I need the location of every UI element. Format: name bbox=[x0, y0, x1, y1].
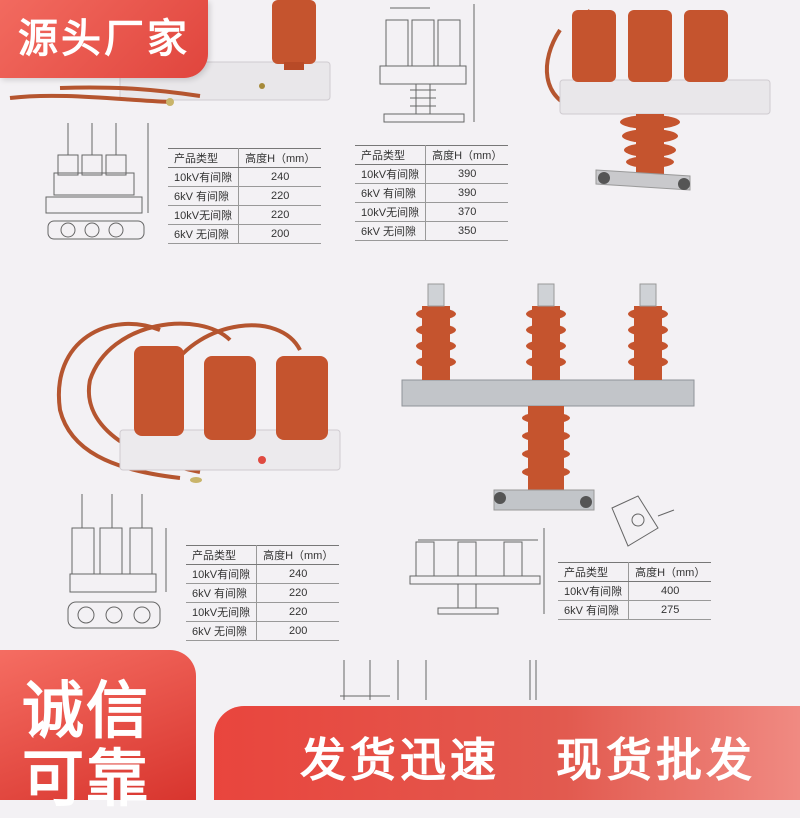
slogan-banner: 发货迅速 现货批发 bbox=[214, 706, 800, 800]
dimension-drawing-5 bbox=[340, 660, 537, 700]
dimension-drawing-4 bbox=[409, 528, 545, 615]
integrity-badge-line1: 诚信 bbox=[22, 677, 151, 746]
table-cell: 6kV 有间隙 bbox=[355, 183, 427, 203]
table-cell: 200 bbox=[238, 224, 322, 244]
table-cell: 400 bbox=[628, 581, 712, 601]
table-cell: 200 bbox=[256, 621, 340, 641]
table-cell: 10kV有间隙 bbox=[186, 564, 258, 584]
table-cell: 10kV无间隙 bbox=[168, 205, 240, 225]
product-photo-middle-left bbox=[56, 321, 341, 483]
col-height: 高度H（mm） bbox=[425, 145, 509, 165]
table-cell: 10kV有间隙 bbox=[355, 164, 427, 184]
table-cell: 6kV 无间隙 bbox=[168, 224, 240, 244]
col-height: 高度H（mm） bbox=[628, 562, 712, 582]
product-photo-top-right bbox=[545, 9, 771, 191]
table-cell: 240 bbox=[256, 564, 340, 584]
table-cell: 10kV有间隙 bbox=[168, 167, 240, 187]
slogan-fast-delivery: 发货迅速 bbox=[300, 734, 500, 786]
dimension-drawing-3 bbox=[67, 494, 167, 629]
mounting-plate-drawing bbox=[611, 495, 675, 547]
col-product-type: 产品类型 bbox=[558, 562, 630, 582]
col-product-type: 产品类型 bbox=[186, 545, 258, 565]
table-cell: 220 bbox=[256, 583, 340, 603]
table-cell: 275 bbox=[628, 600, 712, 620]
table-cell: 390 bbox=[425, 183, 509, 203]
dimension-drawing-1 bbox=[45, 123, 149, 240]
col-height: 高度H（mm） bbox=[256, 545, 340, 565]
table-cell: 350 bbox=[425, 221, 509, 241]
table-cell: 220 bbox=[256, 602, 340, 622]
table-cell: 10kV有间隙 bbox=[558, 581, 630, 601]
slogan-wholesale: 现货批发 bbox=[556, 734, 756, 786]
table-cell: 390 bbox=[425, 164, 509, 184]
integrity-badge: 诚信 可靠 bbox=[0, 650, 196, 814]
col-product-type: 产品类型 bbox=[168, 148, 240, 168]
table-cell: 10kV无间隙 bbox=[355, 202, 427, 222]
table-cell: 220 bbox=[238, 205, 322, 225]
source-factory-badge: 源头厂家 bbox=[0, 0, 208, 78]
col-height: 高度H（mm） bbox=[238, 148, 322, 168]
col-product-type: 产品类型 bbox=[355, 145, 427, 165]
table-cell: 6kV 有间隙 bbox=[558, 600, 630, 620]
table-cell: 6kV 无间隙 bbox=[355, 221, 427, 241]
table-cell: 6kV 有间隙 bbox=[186, 583, 258, 603]
dimension-drawing-2 bbox=[379, 4, 475, 123]
table-cell: 6kV 无间隙 bbox=[186, 621, 258, 641]
table-cell: 370 bbox=[425, 202, 509, 222]
integrity-badge-line2: 可靠 bbox=[22, 745, 151, 814]
table-cell: 6kV 有间隙 bbox=[168, 186, 240, 206]
table-cell: 220 bbox=[238, 186, 322, 206]
table-cell: 10kV无间隙 bbox=[186, 602, 258, 622]
product-photo-middle-right bbox=[401, 283, 695, 511]
table-cell: 240 bbox=[238, 167, 322, 187]
